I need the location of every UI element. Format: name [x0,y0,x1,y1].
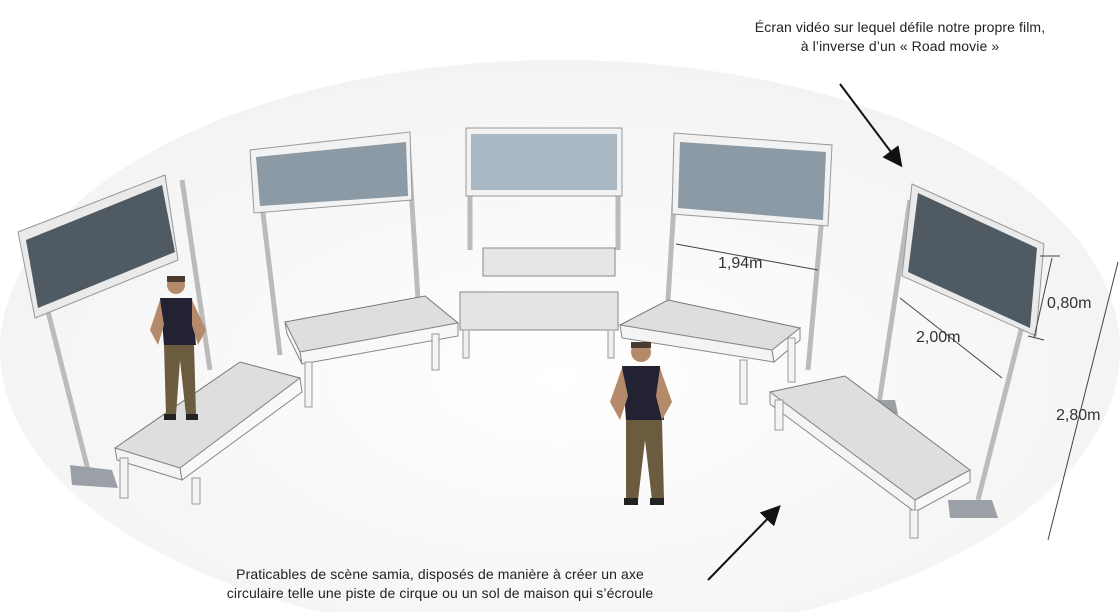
person-left [150,276,206,420]
dim-total-height: 2,80m [1056,407,1100,424]
dim-screen-width: 1,94m [718,255,762,272]
dimension-lines [675,243,1119,541]
arrow-to-platform [707,505,781,581]
caption-platforms-line1: Praticables de scène samia, disposés de … [236,566,644,582]
screen-2 [249,131,421,356]
dim-screen-bottom: 2,00m [916,329,960,346]
platform-left-mid [284,295,460,408]
caption-platforms: Praticables de scène samia, disposés de … [140,565,740,603]
caption-screen-line1: Écran vidéo sur lequel défile notre prop… [754,19,1046,35]
screen-3 [465,127,623,250]
arrow-to-screen [839,83,903,168]
platform-center-back [459,247,619,359]
platform-left-front [113,361,303,505]
dim-screen-height: 0,80m [1047,295,1091,312]
platform-right-mid [618,299,802,405]
person-center [610,342,672,505]
caption-screen-line2: à l’inverse d’un « Road movie » [800,38,1000,54]
screen-4 [665,132,833,371]
caption-platforms-line2: circulaire telle une piste de cirque ou … [226,585,654,601]
screen-1 [17,174,213,488]
caption-screen: Écran vidéo sur lequel défile notre prop… [690,18,1110,56]
platform-right-front [768,375,971,539]
